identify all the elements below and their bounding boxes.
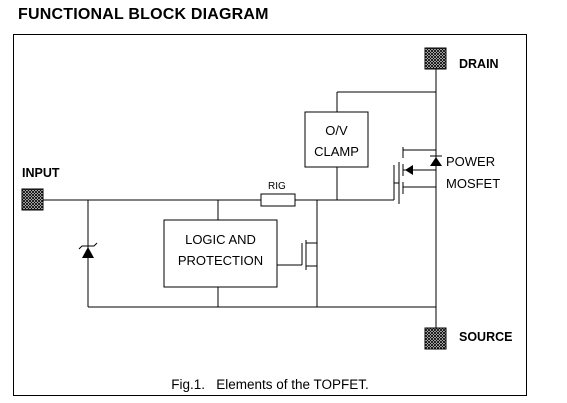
diagram-frame bbox=[13, 34, 527, 396]
ov-clamp-block bbox=[304, 111, 369, 168]
power-mosfet-label-line1: POWER bbox=[446, 154, 495, 169]
resistor-rig bbox=[260, 193, 296, 207]
diagram-heading: FUNCTIONAL BLOCK DIAGRAM bbox=[18, 6, 269, 23]
figure-caption: Fig.1. Elements of the TOPFET. bbox=[171, 377, 369, 392]
source-terminal-label: SOURCE bbox=[459, 330, 512, 344]
logic-protection-block bbox=[163, 219, 278, 288]
logic-label-line2: PROTECTION bbox=[178, 253, 263, 268]
ov-clamp-label-line2: CLAMP bbox=[314, 144, 359, 159]
power-mosfet-label-line2: MOSFET bbox=[446, 176, 500, 191]
body-diode-icon bbox=[430, 157, 442, 166]
logic-label-line1: LOGIC AND bbox=[185, 232, 256, 247]
mosfet-arrow-icon bbox=[405, 165, 413, 175]
zener-diode-icon bbox=[82, 247, 94, 258]
zener-diode-bar bbox=[78, 242, 98, 250]
ov-clamp-label-line1: O/V bbox=[325, 123, 348, 138]
drain-terminal-pad bbox=[424, 47, 447, 70]
drain-terminal-label: DRAIN bbox=[459, 57, 499, 71]
input-terminal-label: INPUT bbox=[22, 166, 60, 180]
resistor-label: RIG bbox=[268, 181, 286, 192]
source-terminal-pad bbox=[424, 327, 447, 350]
input-terminal-pad bbox=[21, 188, 44, 211]
